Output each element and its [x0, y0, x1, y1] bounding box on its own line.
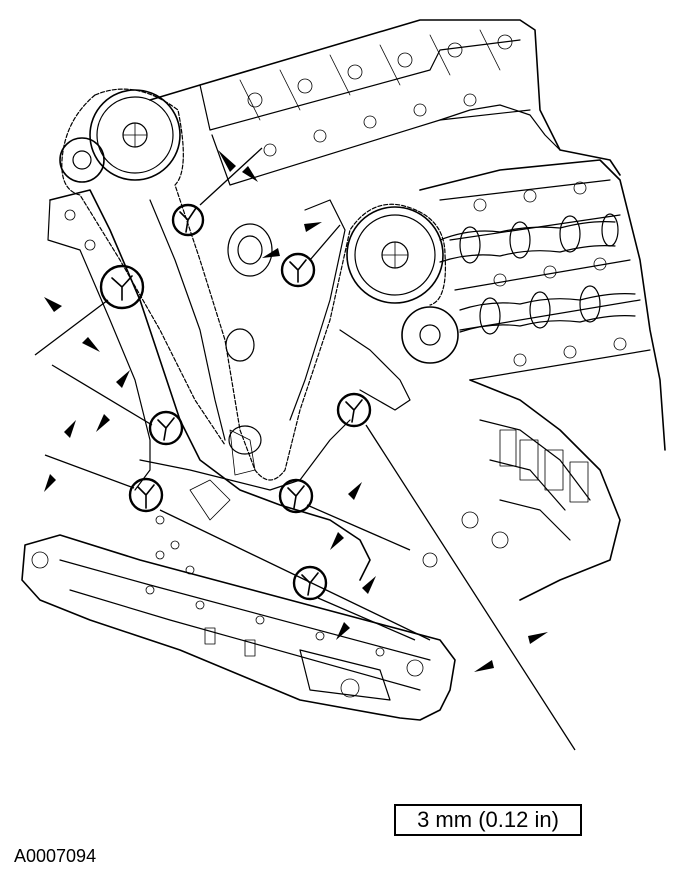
front-cover [47, 189, 371, 581]
upper-idler-sprocket [59, 137, 105, 183]
left-cam-sprocket [346, 206, 444, 304]
sealant-point [280, 252, 316, 288]
sealant-point [99, 264, 145, 310]
engine-block [422, 379, 621, 601]
right-cam-sprocket [89, 89, 181, 181]
sealant-point [278, 478, 314, 514]
right-cylinder-head [149, 19, 621, 186]
left-secondary-sprocket [401, 306, 459, 364]
sealant-callouts [99, 203, 372, 601]
bead-width-spec-label: 3 mm (0.12 in) [417, 807, 559, 832]
bead-width-spec-box: 3 mm (0.12 in) [394, 804, 582, 836]
sealant-point [148, 410, 184, 446]
sealant-point [292, 565, 328, 601]
oil-pan [21, 534, 456, 721]
dimension-leaders [34, 147, 576, 751]
left-cylinder-head [419, 159, 666, 451]
timing-system [59, 88, 459, 481]
sealant-point [128, 477, 164, 513]
sealant-point [336, 392, 372, 428]
figure-id-label: A0007094 [14, 846, 97, 866]
sealant-point [171, 203, 205, 237]
dimension-arrows [44, 150, 548, 672]
